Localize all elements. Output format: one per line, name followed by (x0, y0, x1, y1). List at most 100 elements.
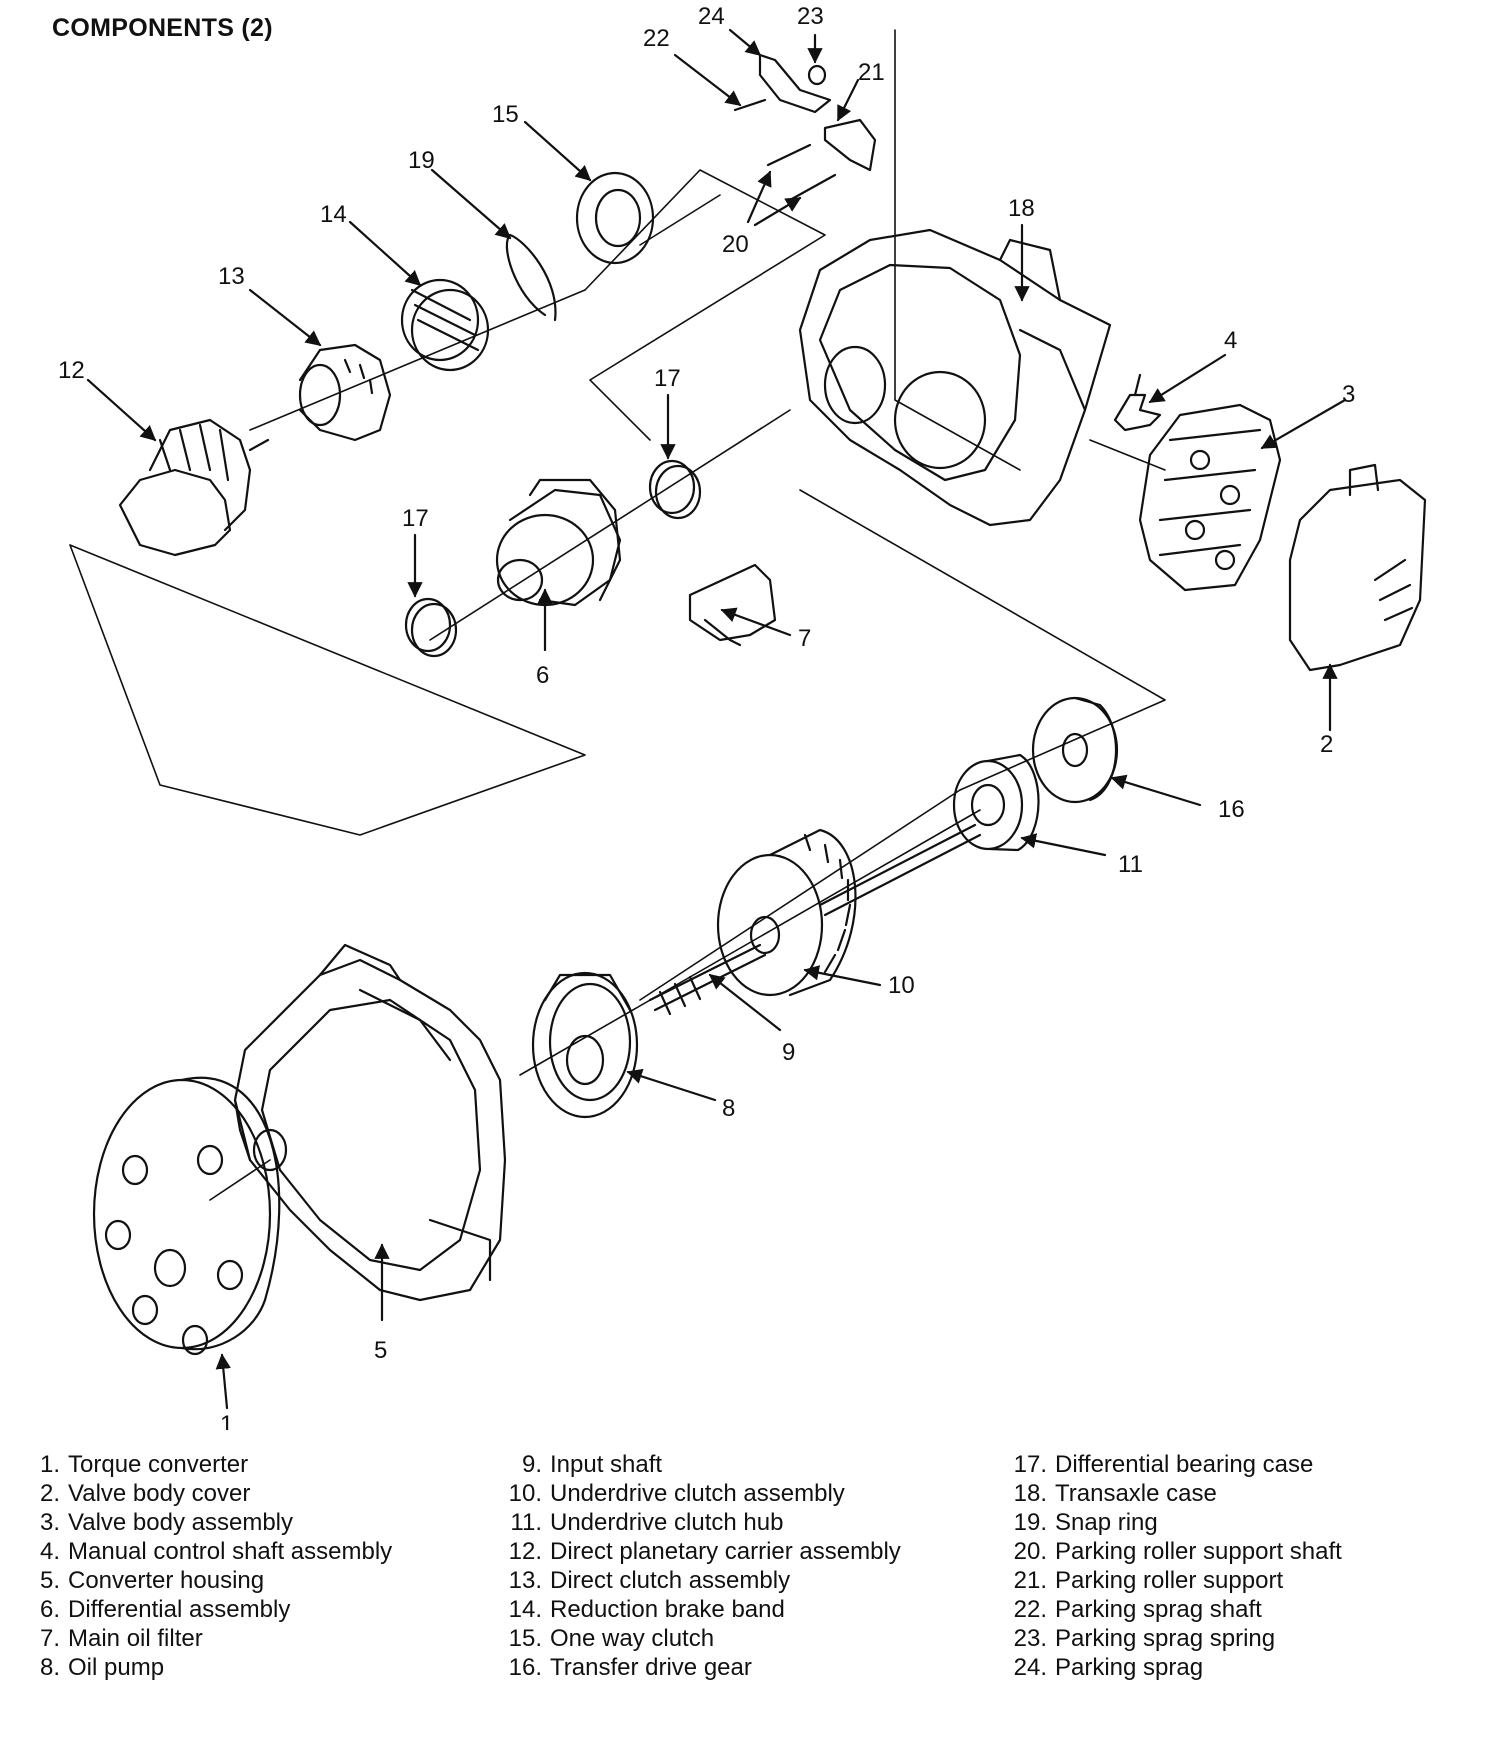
legend-item: 6. Differential assembly (20, 1595, 392, 1624)
callout-10: 10 (888, 972, 915, 999)
legend-item: 11. Underdrive clutch hub (490, 1508, 901, 1537)
legend-label: Torque converter (68, 1451, 249, 1478)
callout-21: 21 (858, 59, 885, 86)
converter-housing-drawing (233, 943, 507, 1302)
alignment-lines (69, 29, 1166, 1201)
legend-number: 6. (39, 1596, 60, 1623)
parking-sprag-spring (807, 64, 827, 86)
leader-20a (746, 170, 772, 224)
callout-23: 23 (797, 3, 824, 30)
legend-column-2: 9.Input shaft 10.Underdrive clutch assem… (490, 1450, 901, 1682)
legend-number: 20. (1013, 1538, 1047, 1565)
callout-numbers: 24 23 22 21 15 19 20 18 14 13 12 4 3 17 … (58, 3, 1355, 1430)
legend-number: 11. (510, 1509, 542, 1536)
legend-number: 13. (508, 1567, 542, 1594)
legend-item: 8.Oil pump (20, 1653, 392, 1682)
legend-label: Direct clutch assembly (550, 1567, 791, 1594)
parking-sprag-shaft (733, 98, 767, 112)
leader-arrows (86, 28, 1347, 1410)
leader-9 (708, 973, 782, 1032)
legend-label: Manual control shaft assembly (68, 1538, 393, 1565)
legend-label: Parking sprag shaft (1055, 1596, 1262, 1623)
legend-label: Underdrive clutch hub (550, 1509, 784, 1536)
legend-label: Transaxle case (1055, 1480, 1217, 1507)
callout-16: 16 (1218, 796, 1245, 823)
legend-item: 14.Reduction brake band (490, 1595, 901, 1624)
legend-label: Parking sprag spring (1055, 1625, 1276, 1652)
leader-19 (430, 168, 512, 240)
parking-roller-shaft-2 (788, 173, 837, 202)
legend-item: 22. Parking sprag shaft (995, 1595, 1342, 1624)
leader-16 (1110, 774, 1202, 807)
legend-item: 17. Differential bearing case (995, 1450, 1342, 1479)
page-title: COMPONENTS (2) (52, 14, 273, 42)
leader-10 (803, 965, 882, 987)
long-shaft-drawing (818, 823, 982, 917)
transaxle-case-drawing (798, 228, 1112, 527)
legend-number: 22. (1013, 1596, 1047, 1623)
differential-assembly-drawing (495, 478, 622, 607)
legend-item: 3.Valve body assembly (20, 1508, 392, 1537)
leader-22 (673, 53, 742, 107)
legend-number: 18. (1013, 1480, 1047, 1507)
alignment-vertical (894, 29, 1021, 471)
legend-number: 17. (1013, 1451, 1047, 1478)
parking-roller-support (823, 118, 877, 172)
legend-number: 23. (1013, 1625, 1047, 1652)
callout-4: 4 (1224, 327, 1237, 354)
legend-item: 19.Snap ring (995, 1508, 1342, 1537)
alignment-box-left (69, 544, 586, 836)
parking-sprag (758, 53, 832, 114)
snap-ring-drawing (505, 233, 557, 322)
legend-item: 21. Parking roller support (995, 1566, 1342, 1595)
legend-item: 5. Converter housing (20, 1566, 392, 1595)
leader-14 (348, 220, 422, 287)
legend-label: Parking roller support (1055, 1567, 1284, 1594)
callout-13: 13 (218, 263, 245, 290)
alignment-box-right (799, 489, 1166, 791)
main-oil-filter-drawing (688, 563, 777, 647)
legend-item: 24. Parking sprag (995, 1653, 1342, 1682)
callout-8: 8 (722, 1095, 735, 1122)
legend-label: Transfer drive gear (550, 1654, 752, 1681)
valve-body-cover-drawing (1288, 463, 1427, 672)
legend-number: 21. (1013, 1567, 1047, 1594)
legend-item: 1. Torque converter (20, 1450, 392, 1479)
leader-11 (1020, 833, 1107, 857)
leader-15 (523, 120, 592, 182)
legend-label: Parking roller support shaft (1055, 1538, 1342, 1565)
callout-11: 11 (1118, 851, 1143, 878)
axis-shaft (639, 789, 961, 1001)
callout-1: 1 (220, 1411, 233, 1430)
legend-number: 24. (1013, 1654, 1047, 1681)
legend-number: 2. (39, 1480, 60, 1507)
legend-number: 5. (39, 1567, 60, 1594)
legend-item: 4.Manual control shaft assembly (20, 1537, 392, 1566)
callout-7: 7 (798, 625, 811, 652)
callout-24: 24 (698, 3, 725, 30)
legend-item: 10.Underdrive clutch assembly (490, 1479, 901, 1508)
leader-4 (1148, 353, 1227, 404)
axis-middle (429, 409, 791, 641)
callout-9: 9 (782, 1039, 795, 1066)
legend-label: Differential assembly (68, 1596, 291, 1623)
underdrive-clutch-assembly-drawing (716, 828, 857, 997)
leader-7 (720, 607, 792, 637)
legend-item: 12.Direct planetary carrier assembly (490, 1537, 901, 1566)
callout-19: 19 (408, 147, 435, 174)
leader-24 (728, 28, 762, 57)
legend-number: 1. (39, 1451, 60, 1478)
axis-upper (249, 289, 586, 431)
callout-12: 12 (58, 357, 85, 384)
callout-14: 14 (320, 201, 347, 228)
legend-label: Parking sprag (1055, 1654, 1204, 1681)
legend-number: 12. (508, 1538, 542, 1565)
legend-item: 16.Transfer drive gear (490, 1653, 901, 1682)
legend-number: 19. (1013, 1509, 1047, 1536)
differential-bearing-case-drawings (404, 459, 702, 658)
legend-number: 15. (508, 1625, 542, 1652)
legend-label: Differential bearing case (1055, 1451, 1314, 1478)
oil-pump-drawing (531, 971, 639, 1119)
legend-label: Converter housing (68, 1567, 265, 1594)
